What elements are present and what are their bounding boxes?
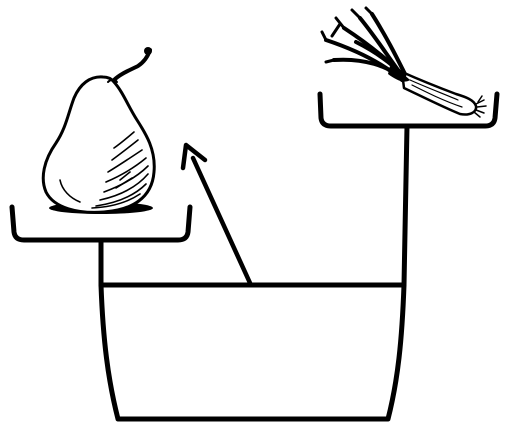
arrow-head — [180, 142, 208, 171]
leek-leaf-tips — [320, 6, 374, 64]
leek-stalk-lines — [409, 79, 463, 108]
left-pan-assembly — [9, 204, 193, 288]
arrow-shaft — [190, 155, 253, 286]
leek-leaf-base — [388, 66, 410, 82]
pear-body — [41, 75, 156, 214]
pear-stem — [112, 48, 152, 82]
right-post — [401, 123, 410, 288]
balance-base — [98, 282, 407, 422]
pear-icon — [41, 47, 156, 214]
pear-stem-tip — [144, 47, 152, 55]
leek-roots — [473, 95, 487, 118]
pear-shading — [59, 131, 149, 209]
leek-icon — [320, 6, 487, 118]
right-pan-assembly — [317, 91, 500, 288]
pear-calyx — [107, 78, 118, 83]
base-tank — [98, 282, 407, 422]
right-pan — [317, 91, 500, 129]
left-pan — [9, 204, 193, 243]
leek-stalk — [400, 70, 478, 116]
tilt-arrow — [180, 142, 253, 286]
